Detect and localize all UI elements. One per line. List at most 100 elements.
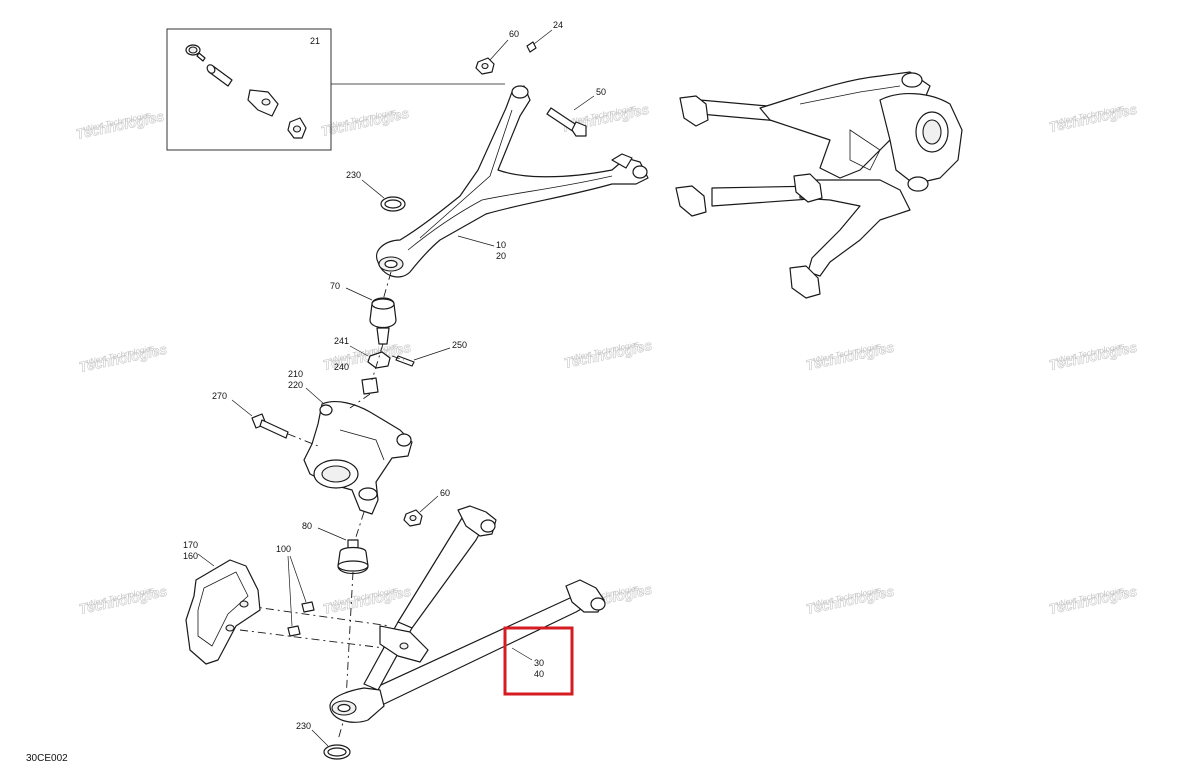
- upper-arm-body: [376, 85, 649, 278]
- watermark: Technologies vNext Technologies: [804, 582, 896, 617]
- callout-60-mid: 60: [440, 488, 450, 498]
- assembled-lower-ball-joint: [907, 176, 929, 192]
- callout-10: 10: [496, 240, 506, 250]
- ball-joint-80: 80: [302, 521, 369, 575]
- callout-230-top: 230: [346, 170, 361, 180]
- inset-frame: [166, 28, 332, 151]
- upper-rear-tip: [611, 153, 633, 169]
- knuckle-tie-rod-ear: [396, 433, 412, 447]
- leader-80: [317, 527, 347, 541]
- watermark: Technologies vNext Technologies: [1047, 338, 1139, 373]
- bolt-50: 50: [546, 87, 606, 137]
- watermark: Technologies vNext Technologies: [562, 336, 654, 371]
- castle-nut-upper: [367, 351, 391, 369]
- guard-plate-inner: [197, 571, 249, 647]
- guard-plate: [185, 559, 261, 665]
- assembled-lower-front-bushing: [675, 185, 707, 217]
- watermark: Technologies vNext Technologies: [74, 107, 166, 142]
- watermark: Technologies vNext Technologies: [77, 582, 169, 617]
- assembled-lower-rear-bushing: [789, 265, 821, 299]
- callout-30: 30: [534, 658, 544, 668]
- knuckle-hub-bore-inner: [321, 465, 351, 483]
- bolt-head: [571, 121, 587, 137]
- bolt-270-shank: [259, 419, 289, 439]
- assembly-centerlines: [239, 271, 401, 741]
- callout-40: 40: [534, 669, 544, 679]
- screws-100: 100: [276, 544, 315, 637]
- callout-24: 24: [553, 20, 563, 30]
- shock-bracket-hole: [399, 642, 409, 650]
- knuckle-detail: [339, 429, 385, 461]
- leader-30: [511, 647, 533, 661]
- guard-hole-1: [239, 600, 249, 608]
- upper-arm-edge-2: [419, 109, 513, 239]
- screw-head: [526, 41, 537, 53]
- watermark: Technologies vNext Technologies: [77, 340, 169, 375]
- upper-ball-joint-hole: [384, 259, 398, 269]
- sleeve-end: [206, 64, 216, 74]
- a-arm-guard: 170 160: [183, 540, 261, 665]
- callout-160: 160: [183, 551, 198, 561]
- callout-220: 220: [288, 380, 303, 390]
- assembled-hub-bore-inner: [922, 119, 942, 145]
- bolt-270-axis: [287, 433, 319, 447]
- assembled-upper-arm-edge: [799, 85, 901, 105]
- leader-230-top: [361, 179, 385, 199]
- highlight-box[interactable]: [503, 626, 574, 696]
- callout-240: 240: [334, 362, 349, 372]
- callout-270: 270: [212, 391, 227, 401]
- inset-bushing-kit: 21: [166, 28, 505, 151]
- callout-60-top: 60: [509, 29, 519, 39]
- callout-241: 241: [334, 336, 349, 346]
- nut-60-mid-hole: [409, 514, 417, 522]
- assembled-lower-front-pivot: [793, 173, 823, 203]
- screw-100-lower: [287, 625, 301, 637]
- leader-70: [345, 287, 373, 301]
- cotter-pin-250: 250: [391, 340, 467, 367]
- ball-joint-top: [371, 298, 395, 310]
- leader-230-bottom: [311, 729, 329, 747]
- guard-hole-2: [225, 624, 235, 632]
- callout-20: 20: [496, 251, 506, 261]
- centerline-mid-2: [349, 393, 371, 409]
- assembled-suspension-view: [675, 71, 963, 299]
- leader-60-mid: [419, 495, 439, 513]
- end-cap-hole: [292, 125, 302, 133]
- screw-100-upper: [301, 601, 315, 613]
- bushing-cap-hole: [188, 46, 198, 54]
- assembled-upper-front-bushing: [679, 95, 709, 127]
- centerline-upper: [382, 271, 392, 301]
- callout-21: 21: [310, 36, 320, 46]
- lower-front-bushing-end: [480, 519, 496, 533]
- assembled-knuckle-detail: [849, 129, 881, 171]
- centerline-lower-2: [345, 571, 354, 701]
- leader-24: [533, 29, 553, 45]
- steering-knuckle: 210 220: [288, 369, 413, 515]
- knuckle-lower-ear: [358, 487, 378, 501]
- nut-hole: [481, 62, 489, 70]
- ring-inner: [384, 199, 402, 209]
- lower-a-arm: 30 40: [329, 505, 606, 723]
- callout-70: 70: [330, 281, 340, 291]
- centerline-guard-2: [239, 629, 401, 651]
- leader-270: [231, 399, 253, 417]
- callout-100: 100: [276, 544, 291, 554]
- bushing-stem: [196, 52, 206, 62]
- centerline-guard-1: [247, 605, 391, 627]
- diagram-code: 30CE002: [26, 753, 68, 764]
- upper-arm-edge: [407, 175, 613, 251]
- ball-joint-stud: [376, 327, 390, 345]
- watermark: Technologies vNext Technologies: [804, 338, 896, 373]
- spacer-lower: [361, 377, 379, 395]
- callout-80: 80: [302, 521, 312, 531]
- watermark: Technologies vNext Technologies: [1047, 100, 1139, 135]
- leader-10: [457, 235, 495, 247]
- retaining-ring-230-bottom: 230: [296, 721, 351, 760]
- centerline-mid-1: [371, 343, 384, 381]
- castle-nut-240-241: 241 240: [334, 336, 391, 395]
- knuckle-body: [303, 400, 413, 515]
- callout-210: 210: [288, 369, 303, 379]
- ball-joint-70: 70: [330, 281, 397, 345]
